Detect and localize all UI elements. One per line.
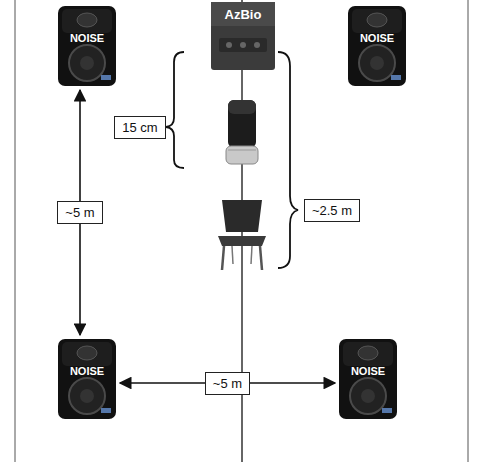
noise-speaker: NOISE [57,5,117,87]
speaker-label: NOISE [338,365,398,377]
dimension-label: 15 cm [114,116,165,139]
microphone [226,100,258,164]
dimension-label: ~5 m [57,201,102,224]
speaker-label: AzBio [211,7,275,22]
speaker-label: NOISE [347,32,407,44]
dimension-label: ~2.5 m [304,199,360,222]
speech-speaker: AzBio [211,2,275,70]
dimension-brace [278,52,298,268]
dimension-brace [166,52,184,168]
speaker-label: NOISE [57,365,117,377]
chair [218,200,266,270]
speaker-label: NOISE [57,32,117,44]
noise-speaker: NOISE [338,338,398,420]
noise-speaker: NOISE [347,5,407,87]
noise-speaker: NOISE [57,338,117,420]
dimension-label: ~5 m [205,372,250,395]
